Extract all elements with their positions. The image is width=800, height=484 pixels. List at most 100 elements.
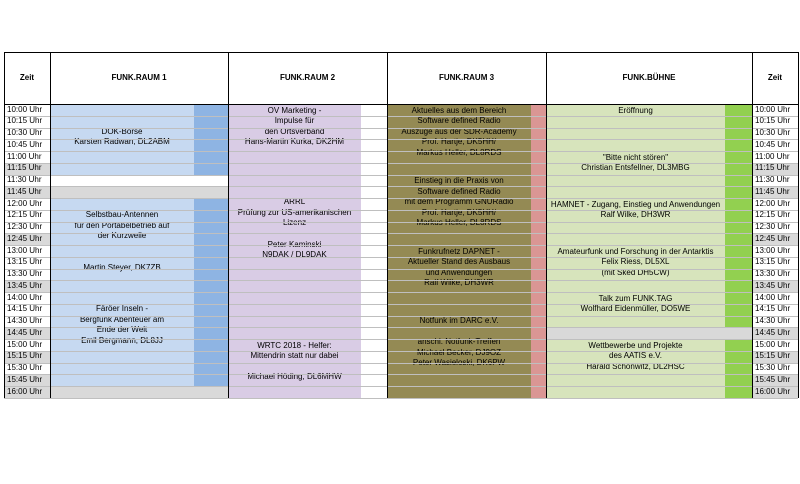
row-line [4,303,798,305]
time-label-right: 10:45 Uhr [755,139,791,149]
session-line: Impulse für [274,116,315,126]
session-line [50,294,194,305]
time-label-right: 11:30 Uhr [755,175,790,185]
session-accent-raum-3 [531,245,546,304]
session-line: Software defined Radio [417,186,501,196]
time-label-left: 11:30 Uhr [7,175,42,185]
time-label-right: 14:45 Uhr [755,327,791,337]
session-line: Bergfunk Abenteuer am [79,314,165,324]
time-label-right: 10:00 Uhr [755,104,791,114]
session-line: Markus Heller, DL8RDS [416,147,502,157]
row-line [4,127,798,129]
session-line: Eröffnung [618,105,653,115]
row-line [4,174,798,176]
session-line [228,187,361,198]
time-label-left: 10:15 Uhr [7,116,43,126]
session-line: und Anwendungen [425,267,493,277]
session-text: Eröffnung [546,106,725,152]
time-label-left: 10:00 Uhr [7,104,43,114]
row-line [4,374,798,376]
time-break-shade [4,374,50,386]
session-line: Emil Bergmann, DL8JJ [81,335,163,345]
column-line [228,52,229,398]
session-line: Notfunk im DARC e.V. [419,315,499,325]
time-break-shade [752,186,798,198]
time-break-shade [752,162,798,175]
header-raum-3: FUNK.RAUM 3 [438,72,495,82]
session-line: Markus Heller, DL8RDS [416,218,502,228]
time-label-right: 15:00 Uhr [755,339,791,349]
time-label-left: 13:30 Uhr [7,269,43,279]
time-label-left: 14:45 Uhr [7,327,43,337]
session-line: Prüfung zur US-amerikanischen [237,207,352,217]
time-label-left: 16:00 Uhr [7,386,43,396]
time-break-shade [4,350,50,363]
header-border [4,52,798,53]
row-line [4,221,798,223]
session-line: ARRL [283,197,306,207]
row-line [4,256,798,258]
session-text: WRTC 2018 - Helfer:Mittendrin statt nur … [228,341,361,398]
row-line [4,245,798,246]
column-line [752,52,753,398]
session-text: Amateurfunk und Forschung in der Antarkt… [546,247,725,293]
session-line: Selbstbau-Antennen [85,210,159,220]
row-line [4,362,798,364]
row-line [4,115,798,117]
time-break-shade [752,374,798,386]
time-break-shade [4,186,50,198]
session-line: Funkrufnetz DAPNET - [418,246,500,256]
session-line: Auszüge aus der SDR-Academy [401,126,517,136]
row-line [4,386,798,387]
session-line: für den Portabelbetrieb auf [74,220,170,230]
session-line: N9DAK / DL9DAK [262,250,327,260]
time-break-shade [4,162,50,175]
time-label-left: 13:15 Uhr [7,257,43,267]
time-label-right: 13:45 Uhr [755,280,791,290]
session-line: Software defined Radio [417,116,501,126]
time-label-right: 13:30 Uhr [755,269,791,279]
session-block-buehne [546,292,725,328]
time-label-right: 10:30 Uhr [755,128,791,138]
time-break-shade [752,233,798,245]
header-raum-2: FUNK.RAUM 2 [279,72,336,82]
time-break-shade [4,386,50,398]
time-label-left: 11:45 Uhr [7,186,42,196]
session-line [387,305,531,316]
time-label-right: 12:30 Uhr [755,222,791,232]
session-line: Peter Wasieloski, DK6PW [387,358,531,369]
time-label-right: 15:45 Uhr [755,374,791,384]
time-label-right: 11:45 Uhr [755,186,790,196]
time-break-shade [752,386,798,398]
session-line: OV Marketing - [267,105,322,115]
session-line: Hans-Martin Kurka, DK2HM [244,137,345,147]
time-label-left: 13:45 Uhr [7,280,43,290]
time-label-right: 12:15 Uhr [755,210,791,220]
session-block-raum-3 [387,245,531,304]
time-label-right: 14:30 Uhr [755,316,791,326]
session-line [50,242,194,253]
time-label-left: 13:00 Uhr [7,245,43,255]
row-line [4,151,798,152]
session-line: des AATIS e.V. [609,351,662,361]
session-line: Lizenz [282,218,307,228]
row-line [4,397,798,399]
time-label-right: 10:15 Uhr [755,116,791,126]
row-line [4,315,798,317]
session-accent-buehne [725,339,752,398]
session-line: Karsten Radwan, DL2ABM [74,137,170,147]
session-line: Einstieg in die Praxis von [414,176,504,185]
time-label-right: 15:15 Uhr [755,351,791,361]
session-line: Ende der Welt [96,325,148,335]
time-label-left: 10:30 Uhr [7,128,43,138]
session-line: Prof. Hartje, DK5HH/ [421,207,497,217]
